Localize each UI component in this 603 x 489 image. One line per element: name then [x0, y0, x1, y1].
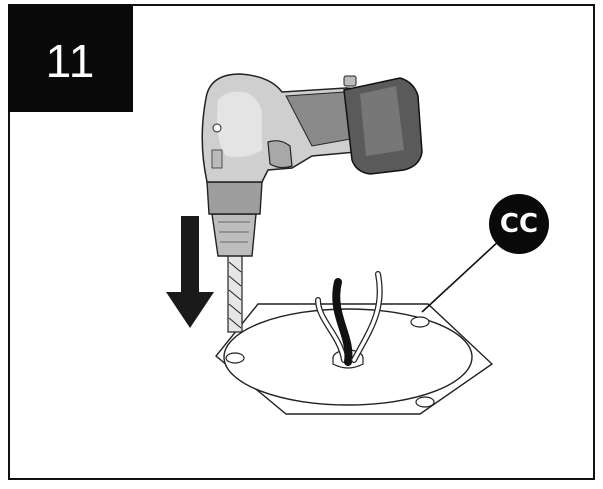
wires-icon	[315, 271, 383, 366]
cordless-drill-icon	[201, 73, 423, 333]
callout-circle	[489, 194, 549, 254]
callout-label: CC	[499, 209, 539, 239]
callout-leader-line	[421, 239, 501, 313]
step-badge: 11	[8, 4, 133, 112]
step-number: 11	[45, 35, 96, 87]
down-arrow-icon	[166, 216, 214, 328]
